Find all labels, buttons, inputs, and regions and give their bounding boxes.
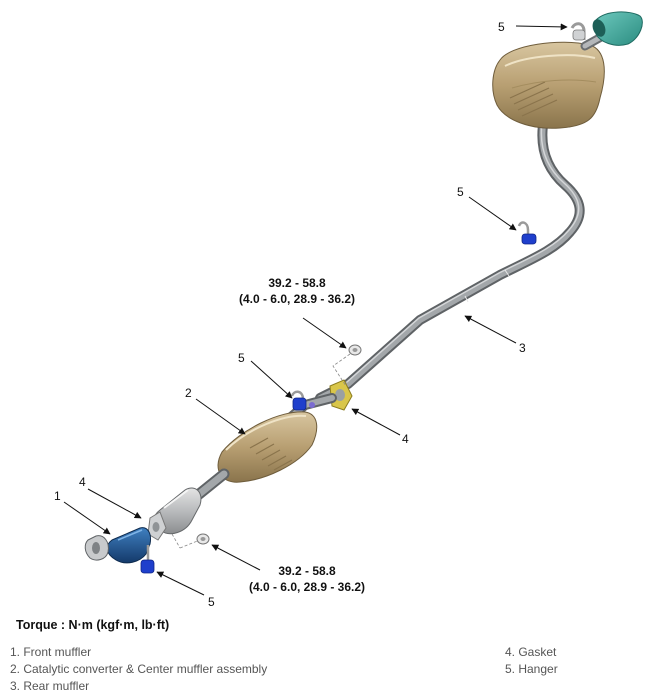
intermediate-pipe — [192, 468, 230, 501]
callout-hanger-top: 5 — [498, 20, 505, 34]
torque-upper-value: 39.2 - 58.8 — [268, 276, 326, 290]
callout-hanger-mid: 5 — [457, 185, 464, 199]
hanger-bottom — [140, 545, 155, 574]
hanger-mid — [517, 221, 537, 245]
torque-heading: Torque : N·m (kgf·m, lb·ft) — [16, 618, 170, 632]
legend-item-hanger: 5. Hanger — [505, 662, 558, 676]
legend-item-front-muffler: 1. Front muffler — [10, 645, 92, 659]
rear-muffler-body — [492, 41, 605, 129]
torque-nut-upper — [332, 344, 362, 387]
exhaust-tip — [592, 11, 643, 46]
callout-hanger-center: 5 — [238, 351, 245, 365]
callout-front-muffler: 1 — [54, 489, 61, 503]
legend-item-cat-converter: 2. Catalytic converter & Center muffler … — [10, 662, 268, 676]
callout-cat-converter: 2 — [185, 386, 192, 400]
legend-item-rear-muffler: 3. Rear muffler — [10, 679, 90, 693]
torque-upper-units: (4.0 - 6.0, 28.9 - 36.2) — [239, 292, 355, 306]
callout-gasket-mid: 4 — [402, 432, 409, 446]
front-muffler — [84, 527, 151, 564]
gasket-front — [147, 511, 167, 541]
hanger-center — [290, 390, 315, 411]
parts-legend-left: 1. Front muffler 2. Catalytic converter … — [10, 644, 267, 695]
center-muffler — [217, 411, 318, 483]
parts-legend-right: 4. Gasket 5. Hanger — [505, 644, 558, 678]
torque-nut-lower — [196, 533, 210, 545]
rear-muffler-pipe — [315, 120, 585, 403]
leader-lines — [63, 23, 568, 596]
callout-gasket-front: 4 — [79, 475, 86, 489]
torque-lower-units: (4.0 - 6.0, 28.9 - 36.2) — [249, 580, 365, 594]
hanger-top — [570, 22, 586, 41]
torque-lower-value: 39.2 - 58.8 — [278, 564, 336, 578]
legend-item-gasket: 4. Gasket — [505, 645, 557, 659]
callout-hanger-bottom: 5 — [208, 595, 215, 609]
callout-rear-muffler: 3 — [519, 341, 526, 355]
exhaust-system-diagram: 5 5 3 5 2 4 1 4 5 39.2 - 58.8 (4.0 - 6.0… — [54, 11, 643, 609]
